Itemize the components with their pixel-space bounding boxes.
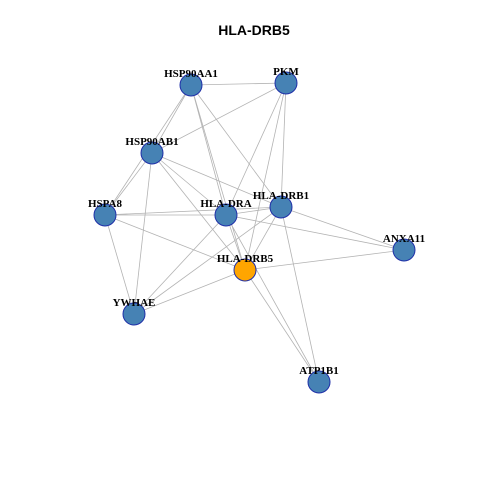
edge-hla-drb5-atp1b1	[244, 269, 320, 383]
edge-hla-drb1-hla-drb5	[244, 206, 282, 271]
edge-pkm-hla-drb5	[244, 82, 287, 271]
node-circle	[140, 141, 164, 165]
node-circle	[392, 238, 416, 262]
node-label: YWHAE	[113, 297, 156, 309]
node-hla-drb5: HLA-DRB5	[217, 253, 274, 282]
node-label: HLA-DRB5	[217, 253, 274, 265]
edge-hsp90ab1-hla-drb1	[151, 152, 282, 208]
edge-hsp90aa1-hla-dra	[190, 84, 227, 216]
edge-hspa8-hla-drb5	[104, 214, 246, 271]
graph-title: HLA-DRB5	[218, 22, 290, 38]
edge-hla-drb1-ywhae	[133, 206, 282, 315]
edge-hspa8-ywhae	[104, 214, 135, 315]
node-circle	[93, 203, 117, 227]
node-hsp90aa1: HSP90AA1	[164, 68, 218, 97]
node-circle	[214, 203, 238, 227]
node-circle	[274, 71, 298, 95]
edge-hsp90aa1-hla-drb1	[190, 84, 282, 208]
node-label: ANXA11	[383, 233, 425, 245]
node-hla-drb1: HLA-DRB1	[253, 190, 309, 219]
edge-hsp90ab1-hla-dra	[151, 152, 227, 216]
node-pkm: PKM	[273, 66, 299, 95]
node-circle	[122, 302, 146, 326]
node-circle	[307, 370, 331, 394]
edge-hsp90ab1-ywhae	[133, 152, 153, 315]
edge-layer	[104, 82, 405, 383]
edge-hsp90aa1-hla-drb5	[190, 84, 246, 271]
edge-pkm-hla-dra	[225, 82, 287, 216]
edge-anxa11-hla-drb5	[244, 249, 405, 271]
edge-hsp90aa1-hsp90ab1	[151, 84, 192, 154]
node-label: HSPA8	[88, 198, 123, 210]
node-label: PKM	[273, 66, 299, 78]
node-label: HSP90AA1	[164, 68, 218, 80]
edge-hla-dra-atp1b1	[225, 214, 320, 383]
node-label: ATP1B1	[299, 365, 339, 377]
node-circle	[269, 195, 293, 219]
node-label: HLA-DRA	[200, 198, 251, 210]
node-ywhae: YWHAE	[113, 297, 156, 326]
node-hla-dra: HLA-DRA	[200, 198, 252, 227]
edge-hspa8-hla-drb1	[104, 206, 282, 216]
edge-pkm-hsp90ab1	[151, 82, 287, 154]
edge-hsp90ab1-hla-drb5	[151, 152, 246, 271]
edge-hsp90aa1-pkm	[190, 82, 287, 86]
edge-hla-drb1-atp1b1	[280, 206, 320, 383]
edge-hsp90ab1-hspa8	[104, 152, 153, 216]
edge-pkm-hla-drb1	[280, 82, 287, 208]
node-label: HLA-DRB1	[253, 190, 309, 202]
edge-hla-dra-ywhae	[133, 214, 227, 315]
node-hsp90ab1: HSP90AB1	[125, 136, 179, 165]
node-atp1b1: ATP1B1	[299, 365, 339, 394]
edge-hla-drb5-ywhae	[133, 269, 246, 315]
edge-hla-dra-anxa11	[225, 214, 405, 251]
node-circle	[233, 258, 257, 282]
node-anxa11: ANXA11	[383, 233, 425, 262]
node-label: HSP90AB1	[125, 136, 178, 148]
node-circle	[179, 73, 203, 97]
node-hspa8: HSPA8	[88, 198, 123, 227]
edge-hla-drb1-anxa11	[280, 206, 405, 251]
